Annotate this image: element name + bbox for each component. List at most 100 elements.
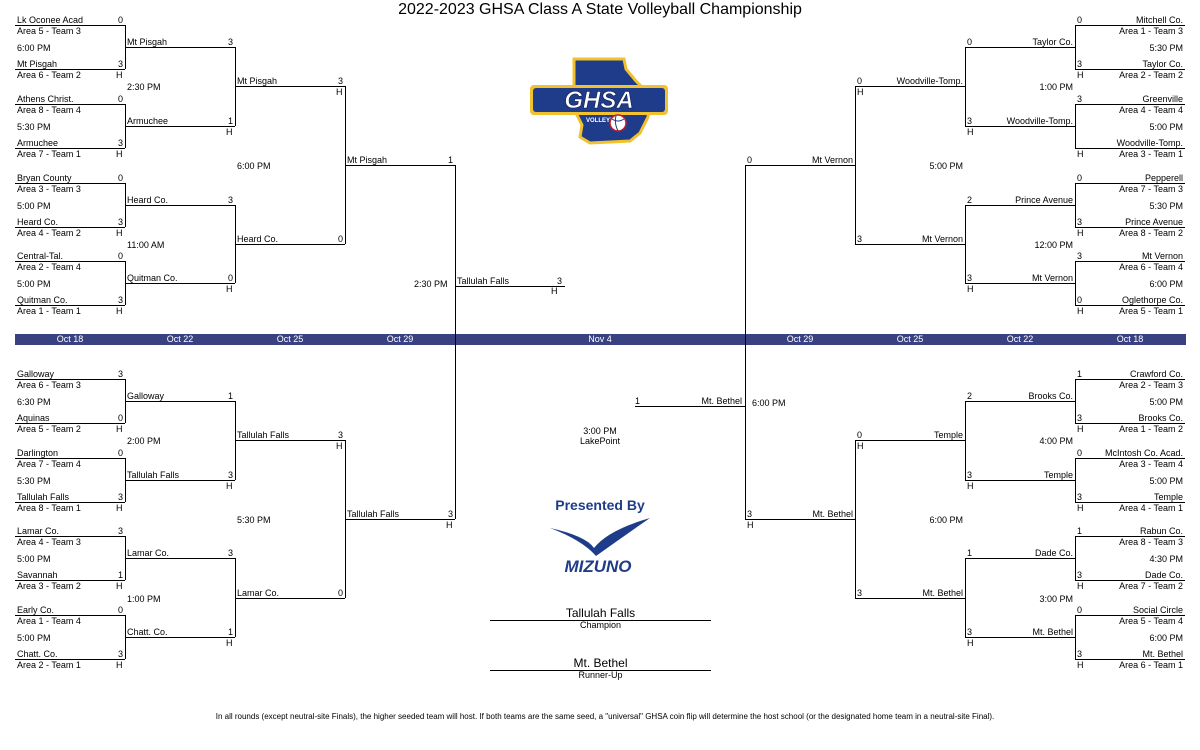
- host-marker: H: [446, 520, 453, 530]
- r1-team-name: Athens Christ.: [17, 94, 74, 104]
- r4-team-name: Tallulah Falls: [347, 509, 400, 519]
- date-label: Oct 22: [1006, 334, 1034, 344]
- r1-seed: Area 8 - Team 1: [17, 503, 81, 513]
- r1-slot-line: [15, 69, 125, 70]
- r1-score: 3: [1077, 217, 1083, 227]
- r1-match-time: 6:00 PM: [17, 43, 51, 53]
- host-marker: H: [1077, 581, 1084, 591]
- r1-score: 3: [117, 138, 123, 148]
- r1-score: 3: [1077, 649, 1083, 659]
- r1-seed: Area 7 - Team 2: [1119, 581, 1183, 591]
- r1-connector: [1075, 536, 1076, 580]
- r2-slot-line: [965, 126, 1075, 127]
- presented-by-label: Presented By: [555, 497, 645, 513]
- r1-team-name: McIntosh Co. Acad.: [1104, 448, 1183, 458]
- r1-score: 3: [1077, 94, 1083, 104]
- r1-seed: Area 7 - Team 4: [17, 459, 81, 469]
- r1-score: 0: [117, 251, 123, 261]
- r1-slot-line: [1075, 502, 1185, 503]
- r3-slot-line: [855, 86, 965, 87]
- r1-slot-line: [15, 536, 125, 537]
- r4-score: 3: [447, 509, 453, 519]
- ghsa-logo: GHSA VOLLEYBALL: [530, 57, 668, 145]
- r1-team-name: Dade Co.: [1144, 570, 1183, 580]
- final-time-top: 2:30 PM: [414, 279, 448, 289]
- r4-slot-line: [745, 519, 855, 520]
- r1-match-time: 4:30 PM: [1149, 554, 1183, 564]
- r1-slot-line: [15, 183, 125, 184]
- host-marker: H: [116, 228, 123, 238]
- final-slot-line-top: [455, 286, 565, 287]
- r4-score: 0: [747, 155, 753, 165]
- r2-match-time: 2:00 PM: [127, 436, 161, 446]
- r2-team-name: Mt Vernon: [1031, 273, 1073, 283]
- r2-slot-line: [965, 205, 1075, 206]
- host-marker: H: [336, 87, 343, 97]
- r1-slot-line: [1075, 104, 1185, 105]
- r2-team-name: Tallulah Falls: [127, 470, 180, 480]
- r1-slot-line: [15, 458, 125, 459]
- footer-note: In all rounds (except neutral-site Final…: [215, 712, 995, 721]
- r1-team-name: Heard Co.: [17, 217, 59, 227]
- host-marker: H: [1077, 306, 1084, 316]
- r2-team-name: Heard Co.: [127, 195, 169, 205]
- r2-connector: [965, 47, 966, 126]
- r1-slot-line: [15, 305, 125, 306]
- r1-score: 0: [1077, 605, 1083, 615]
- r2-match-time: 1:00 PM: [1039, 82, 1073, 92]
- r3-slot-line: [855, 244, 965, 245]
- host-marker: H: [116, 306, 123, 316]
- r1-seed: Area 5 - Team 3: [17, 26, 81, 36]
- r1-seed: Area 4 - Team 3: [17, 537, 81, 547]
- r1-slot-line: [1075, 69, 1185, 70]
- r1-connector: [1075, 615, 1076, 659]
- host-marker: H: [967, 127, 974, 137]
- r1-score: 1: [1077, 369, 1083, 379]
- date-label: Oct 25: [276, 334, 304, 344]
- r1-score: 3: [117, 217, 123, 227]
- r2-team-name: Armuchee: [127, 116, 169, 126]
- host-marker: H: [1077, 149, 1084, 159]
- r3-match-time: 6:00 PM: [237, 161, 271, 171]
- r2-team-name: Quitman Co.: [127, 273, 178, 283]
- r1-score: 0: [117, 94, 123, 104]
- r1-slot-line: [15, 25, 125, 26]
- r3-score: 0: [857, 430, 863, 440]
- host-marker: H: [226, 284, 233, 294]
- r4-connector: [745, 165, 746, 519]
- r2-connector: [965, 401, 966, 480]
- host-marker: H: [116, 70, 123, 80]
- page-title: 2022-2023 GHSA Class A State Volleyball …: [398, 1, 802, 18]
- r1-team-name: Social Circle: [1132, 605, 1183, 615]
- r1-match-time: 5:00 PM: [1149, 122, 1183, 132]
- r1-team-name: Temple: [1153, 492, 1183, 502]
- r1-seed: Area 1 - Team 3: [1119, 26, 1183, 36]
- r2-connector: [965, 558, 966, 637]
- host-marker: H: [967, 638, 974, 648]
- r1-team-name: Mitchell Co.: [1135, 15, 1183, 25]
- final-match-time: 3:00 PM: [583, 426, 617, 436]
- host-marker: H: [116, 581, 123, 591]
- r1-slot-line: [1075, 379, 1185, 380]
- r1-slot-line: [1075, 305, 1185, 306]
- r1-team-name: Brooks Co.: [1138, 413, 1183, 423]
- r2-team-name: Brooks Co.: [1028, 391, 1073, 401]
- r2-team-name: Taylor Co.: [1032, 37, 1073, 47]
- r1-seed: Area 2 - Team 3: [1119, 380, 1183, 390]
- r3-score: 3: [337, 430, 343, 440]
- r2-score: 2: [967, 195, 973, 205]
- r2-score: 1: [227, 391, 233, 401]
- r1-seed: Area 7 - Team 3: [1119, 184, 1183, 194]
- r1-seed: Area 6 - Team 2: [17, 70, 81, 80]
- r1-seed: Area 5 - Team 4: [1119, 616, 1183, 626]
- r2-slot-line: [965, 47, 1075, 48]
- r1-team-name: Tallulah Falls: [17, 492, 70, 502]
- r1-team-name: Taylor Co.: [1142, 59, 1183, 69]
- r2-match-time: 12:00 PM: [1034, 240, 1073, 250]
- runner-up-label: Runner-Up: [578, 670, 623, 680]
- champion-line: [490, 620, 711, 621]
- r1-match-time: 5:30 PM: [1149, 43, 1183, 53]
- r1-team-name: Rabun Co.: [1139, 526, 1183, 536]
- r1-slot-line: [1075, 536, 1185, 537]
- r2-score: 3: [967, 627, 973, 637]
